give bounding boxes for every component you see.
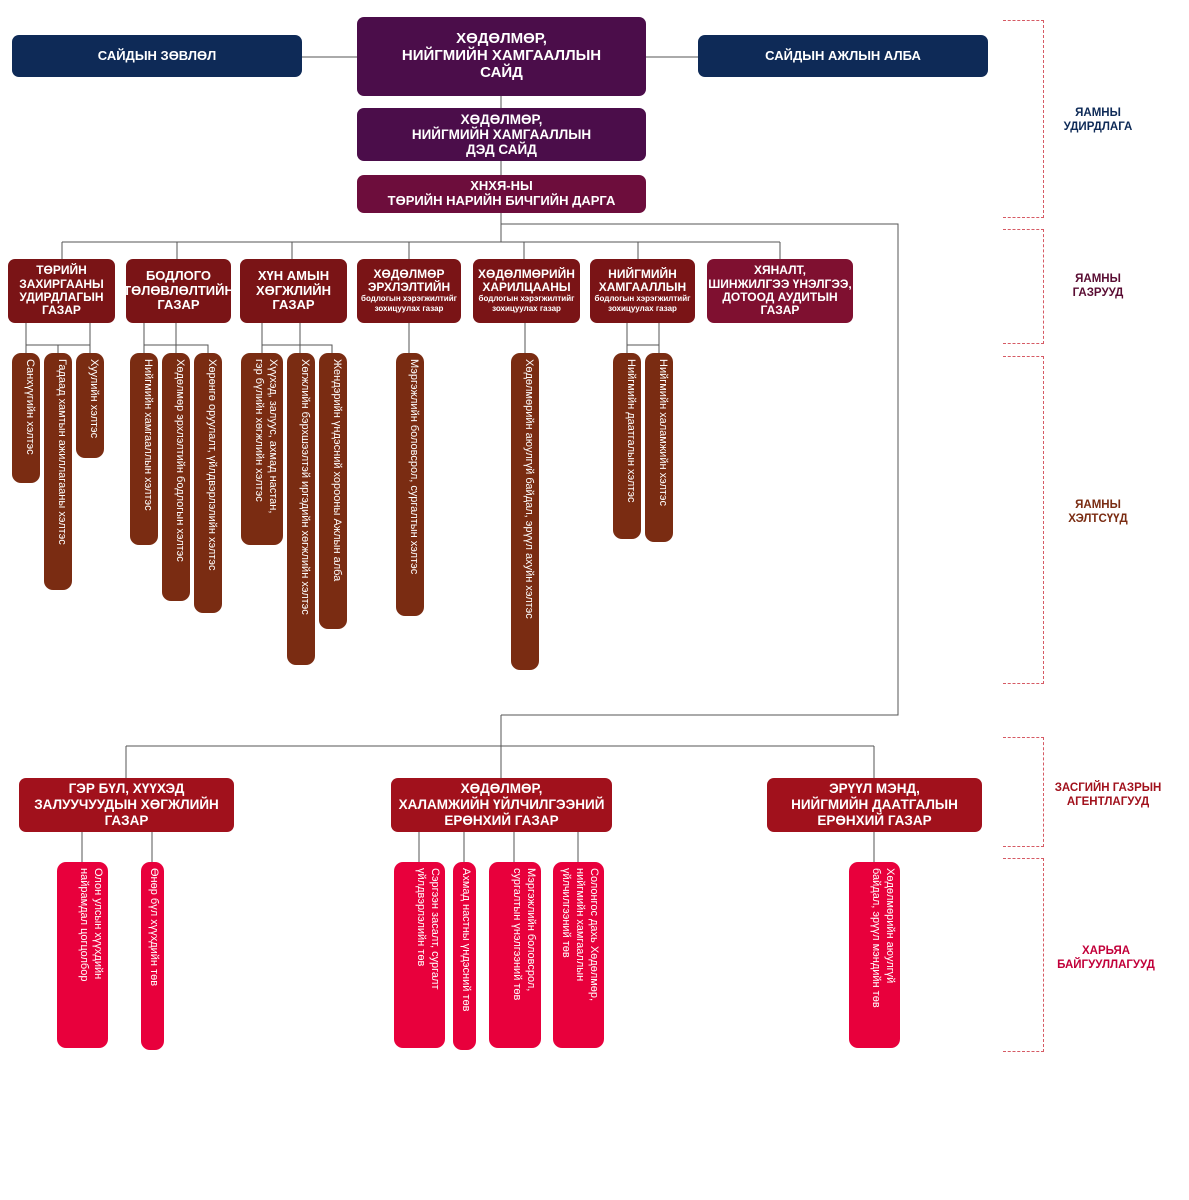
division-box: Хөдөлмөрийн аюулгүй байдал, эрүүл ахуйн … [511, 353, 539, 670]
division-box: Хуулийн хэлтэс [76, 353, 104, 458]
affiliate-label: Олон улсын хүүхдийн найрамдал цогцолбор [78, 868, 104, 982]
department-name: ХӨДӨЛМӨР ЭРХЛЭЛТИЙН [367, 266, 451, 294]
affiliate-label: Мэргэжлийн боловсрол, сургалтын үнэлгээн… [511, 868, 537, 1001]
department-name: ХҮН АМЫН ХӨГЖЛИЙН ГАЗАР [255, 268, 332, 313]
affiliate-label: Өнөр бүл хүүхдийн төв [148, 868, 160, 987]
affiliate-box: Ахмад настны үндэсний төв [453, 862, 476, 1050]
division-label: Нийгмийн халамжийн хэлтэс [657, 359, 669, 507]
affiliate-box: Солонгос дахь Хөдөлмөр, нийгмийн хамгаал… [553, 862, 604, 1048]
department-box-policy-planning: БОДЛОГО ТӨЛӨВЛӨЛТИЙН ГАЗАР [123, 259, 234, 323]
division-box: Хөрөнгө оруулалт, үйлдвэрлэлийн хэлтэс [194, 353, 222, 613]
division-box: Санхүүгийн хэлтэс [12, 353, 40, 483]
section-brace-divisions [1003, 356, 1044, 684]
department-name: НИЙГМИЙН ХАМГААЛЛЫН [598, 266, 687, 294]
affiliate-label: Ахмад настны үндэсний төв [460, 868, 472, 1012]
state-secretary-box: ХНХЯ-НЫ ТӨРИЙН НАРИЙН БИЧГИЙН ДАРГА [357, 175, 646, 213]
side-label-divisions: ЯАМНЫ ХЭЛТСҮҮД [1068, 499, 1128, 526]
department-name: ХӨДӨЛМӨРИЙН ХАРИЛЦААНЫ [478, 266, 575, 294]
division-label: Хуулийн хэлтэс [88, 359, 100, 439]
division-label: Жендэрийн үндэсний хорооны Ажлын алба [331, 359, 343, 582]
section-brace-agencies [1003, 737, 1044, 847]
department-name: ХЯНАЛТ, ШИНЖИЛГЭЭ ҮНЭЛГЭЭ, ДОТООД АУДИТЫ… [708, 263, 852, 318]
department-box-administration: ТӨРИЙН ЗАХИРГААНЫ УДИРДЛАГЫН ГАЗАР [8, 259, 115, 323]
department-box-social-protection: НИЙГМИЙН ХАМГААЛЛЫН бодлогын хэрэгжилтий… [590, 259, 695, 323]
department-subtitle: бодлогын хэрэгжилтийг зохицуулах газар [594, 294, 691, 314]
section-brace-departments [1003, 229, 1044, 344]
affiliate-label: Солонгос дахь Хөдөлмөр, нийгмийн хамгаал… [560, 868, 600, 1002]
side-label-agencies: ЗАСГИЙН ГАЗРЫН АГЕНТЛАГУУД [1054, 782, 1162, 809]
division-box: Нийгмийн халамжийн хэлтэс [645, 353, 673, 542]
division-box: Гадаад хамтын ажиллагааны хэлтэс [44, 353, 72, 590]
department-box-monitoring-audit: ХЯНАЛТ, ШИНЖИЛГЭЭ ҮНЭЛГЭЭ, ДОТООД АУДИТЫ… [707, 259, 853, 323]
division-label: Мэргэжлийн боловсрол, сургалтын хэлтэс [408, 359, 420, 575]
division-label: Нийгмийн даатгалын хэлтэс [625, 359, 637, 503]
department-box-population-development: ХҮН АМЫН ХӨГЖЛИЙН ГАЗАР [240, 259, 347, 323]
division-box: Жендэрийн үндэсний хорооны Ажлын алба [319, 353, 347, 629]
affiliate-label: Сэргээн засалт, сургалт үйлдвэрлэлийн тө… [415, 868, 441, 990]
division-label: Хөдөлмөр эрхлэлтийн бодлогын хэлтэс [174, 359, 186, 562]
division-label: Хөдөлмөрийн аюулгүй байдал, эрүүл ахуйн … [523, 359, 535, 619]
affiliate-box: Олон улсын хүүхдийн найрамдал цогцолбор [57, 862, 108, 1048]
division-label: Хөгжлийн бэрхшээлтэй иргэдийн хөгжлийн х… [299, 359, 311, 615]
affiliate-box: Өнөр бүл хүүхдийн төв [141, 862, 164, 1050]
side-label-affiliates: ХАРЬЯА БАЙГУУЛЛАГУУД [1057, 945, 1155, 972]
division-label: Нийгмийн хамгааллын хэлтэс [142, 359, 154, 511]
department-name: ТӨРИЙН ЗАХИРГААНЫ УДИРДЛАГЫН ГАЗАР [19, 263, 104, 318]
affiliate-label: Хөдөлмөрийн аюулгүй байдал, эрүүл мэндий… [870, 868, 896, 1008]
division-box: Нийгмийн даатгалын хэлтэс [613, 353, 641, 539]
division-label: Санхүүгийн хэлтэс [24, 359, 36, 455]
division-box: Мэргэжлийн боловсрол, сургалтын хэлтэс [396, 353, 424, 616]
department-box-labour-relations: ХӨДӨЛМӨРИЙН ХАРИЛЦААНЫ бодлогын хэрэгжил… [473, 259, 580, 323]
division-label: Гадаад хамтын ажиллагааны хэлтэс [56, 359, 68, 545]
department-box-employment: ХӨДӨЛМӨР ЭРХЛЭЛТИЙН бодлогын хэрэгжилтий… [357, 259, 461, 323]
side-label-departments: ЯАМНЫ ГАЗРУУД [1072, 273, 1124, 300]
affiliate-box: Сэргээн засалт, сургалт үйлдвэрлэлийн тө… [394, 862, 445, 1048]
section-brace-leadership [1003, 20, 1044, 218]
side-label-leadership: ЯАМНЫ УДИРДЛАГА [1063, 107, 1133, 134]
agency-box-family-youth: ГЭР БҮЛ, ХҮҮХЭД ЗАЛУУЧУУДЫН ХӨГЖЛИЙН ГАЗ… [19, 778, 234, 832]
affiliate-box: Мэргэжлийн боловсрол, сургалтын үнэлгээн… [489, 862, 541, 1048]
minister-box: ХӨДӨЛМӨР, НИЙГМИЙН ХАМГААЛЛЫН САЙД [357, 17, 646, 96]
deputy-minister-box: ХӨДӨЛМӨР, НИЙГМИЙН ХАМГААЛЛЫН ДЭД САЙД [357, 108, 646, 161]
ministers-office-box: САЙДЫН АЖЛЫН АЛБА [698, 35, 988, 77]
ministers-council-box: САЙДЫН ЗӨВЛӨЛ [12, 35, 302, 77]
affiliate-box: Хөдөлмөрийн аюулгүй байдал, эрүүл мэндий… [849, 862, 900, 1048]
division-box: Нийгмийн хамгааллын хэлтэс [130, 353, 158, 545]
agency-box-health-insurance: ЭРҮҮЛ МЭНД, НИЙГМИЙН ДААТГАЛЫН ЕРӨНХИЙ Г… [767, 778, 982, 832]
division-box: Хүүхэд, залуус, ахмад настан, гэр бүлийн… [241, 353, 283, 545]
department-subtitle: бодлогын хэрэгжилтийг зохицуулах газар [361, 294, 457, 314]
division-label: Хүүхэд, залуус, ахмад настан, гэр бүлийн… [253, 359, 279, 514]
agency-box-labour-welfare: ХӨДӨЛМӨР, ХАЛАМЖИЙН ҮЙЛЧИЛГЭЭНИЙ ЕРӨНХИЙ… [391, 778, 612, 832]
department-name: БОДЛОГО ТӨЛӨВЛӨЛТИЙН ГАЗАР [123, 268, 234, 313]
division-label: Хөрөнгө оруулалт, үйлдвэрлэлийн хэлтэс [206, 359, 218, 571]
division-box: Хөдөлмөр эрхлэлтийн бодлогын хэлтэс [162, 353, 190, 601]
department-subtitle: бодлогын хэрэгжилтийг зохицуулах газар [478, 294, 575, 314]
section-brace-affiliates [1003, 858, 1044, 1052]
division-box: Хөгжлийн бэрхшээлтэй иргэдийн хөгжлийн х… [287, 353, 315, 665]
